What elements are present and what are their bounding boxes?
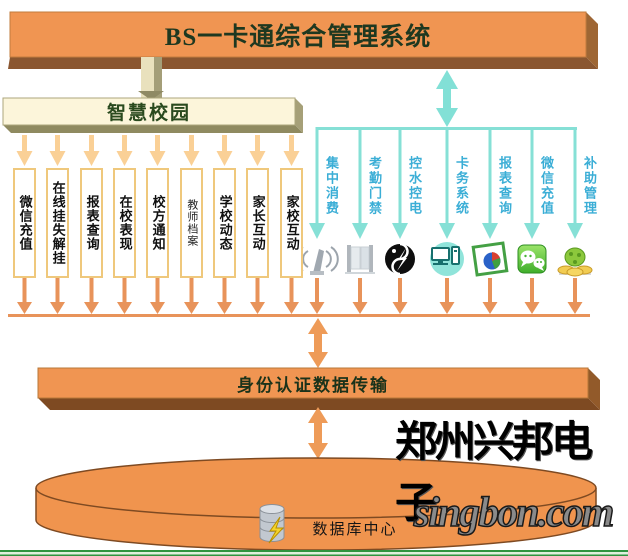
campus-to-module-arrows [16, 135, 300, 166]
access-gate-icon [345, 245, 375, 274]
banner-tree-double-arrow [436, 70, 458, 127]
bus-line [8, 314, 590, 317]
subsidy-coins-icon [557, 247, 593, 277]
module-box-teacher-files: 教师档案 [180, 168, 203, 278]
subsystem-label-subsidy-management: 补助管理 [582, 156, 597, 216]
water-electric-icon [385, 242, 415, 276]
module-box-school-performance: 在校表现 [113, 168, 136, 278]
bottom-green-strip [0, 550, 628, 556]
module-box-online-loss-report: 在线挂失解挂 [46, 168, 69, 278]
page-title: BS一卡通综合管理系统 [164, 23, 432, 51]
subsystem-label-centralized-consumption: 集中消费 [324, 156, 339, 216]
smart-campus-label: 智慧校园 [106, 103, 191, 124]
wechat-icon [517, 244, 547, 274]
module-to-bus-arrows [17, 278, 583, 314]
module-box-report-query: 报表查询 [80, 168, 103, 278]
subsystem-tree [309, 127, 583, 239]
database-cylinder-icon [259, 504, 285, 544]
database-cylinder [35, 457, 597, 551]
database-label: 数据库中心 [312, 520, 398, 538]
subsystem-label-report-query: 报表查询 [497, 156, 512, 216]
auth-db-double-arrow [308, 407, 328, 459]
auth-bar [37, 367, 600, 410]
smart-campus-bar [2, 97, 303, 133]
subsystem-label-attendance-access: 考勤门禁 [367, 156, 382, 216]
module-box-wechat-recharge: 微信充值 [13, 168, 36, 278]
module-box-home-school-interaction: 家校互动 [280, 168, 303, 278]
module-box-school-notice: 校方通知 [146, 168, 169, 278]
module-box-school-news: 学校动态 [213, 168, 236, 278]
module-box-parent-interaction: 家长互动 [246, 168, 269, 278]
card-system-computer-icon [430, 242, 464, 276]
bus-auth-double-arrow [308, 318, 328, 368]
subsystem-label-water-electric-control: 控水控电 [407, 156, 422, 216]
report-pie-chart-icon [471, 241, 509, 277]
subsystem-label-card-system: 卡务系统 [454, 156, 469, 216]
subsystem-label-wechat-recharge: 微信充值 [539, 156, 554, 216]
watermark-domain: singbon.com [413, 489, 615, 537]
watermark-company-name: 郑州兴邦电子 [395, 418, 593, 526]
campus-connector [138, 57, 164, 100]
auth-bar-label: 身份认证数据传输 [237, 375, 389, 395]
